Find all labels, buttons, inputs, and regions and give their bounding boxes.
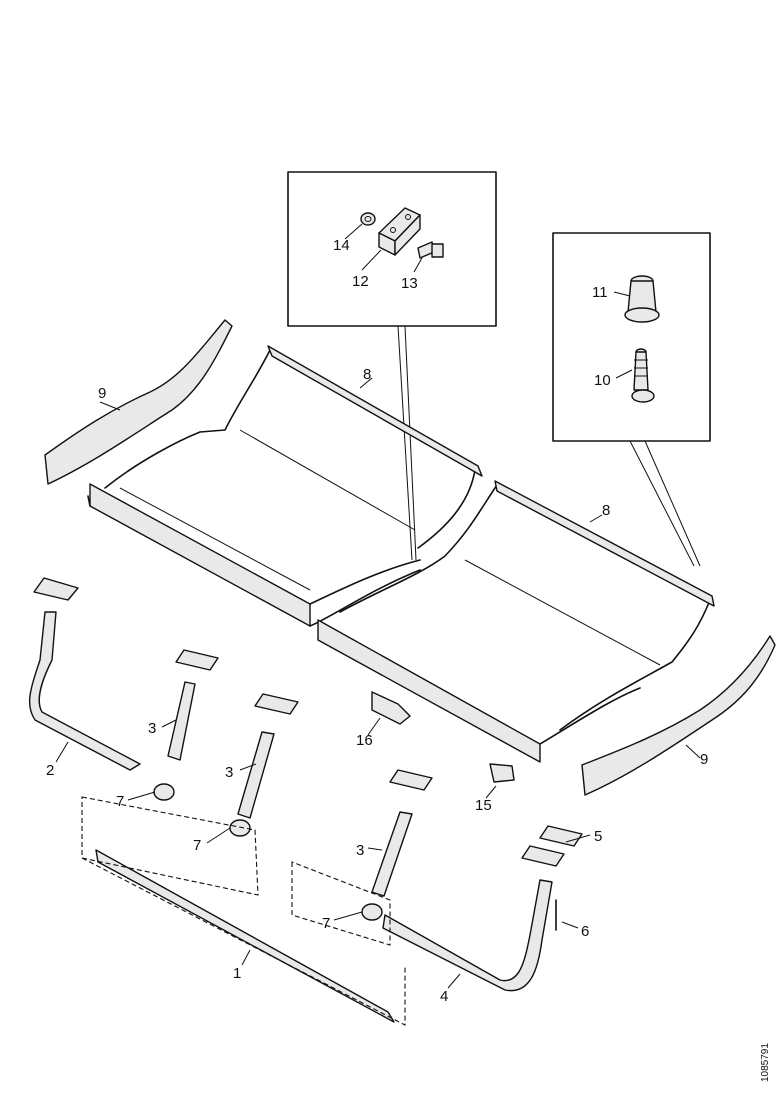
bumper-tube-front <box>81 796 406 1026</box>
drawing-reference-number: 1085791 <box>760 1043 771 1082</box>
callout-3-b: 3 <box>225 764 233 781</box>
detail-box-fittings <box>552 232 711 567</box>
callout-3-a: 3 <box>148 720 156 737</box>
leader-lines <box>55 223 701 989</box>
callout-12: 12 <box>352 273 369 290</box>
callout-7-a: 7 <box>116 793 124 810</box>
callout-13: 13 <box>401 275 418 292</box>
support-tube-center-b <box>237 693 299 819</box>
callout-7-c: 7 <box>322 915 330 932</box>
callout-5: 5 <box>594 828 602 845</box>
callout-14: 14 <box>333 237 350 254</box>
callout-8-right: 8 <box>602 502 610 519</box>
callout-3-c: 3 <box>356 842 364 859</box>
callout-7-b: 7 <box>193 837 201 854</box>
bracket-16 <box>371 691 411 725</box>
support-tube-left <box>28 577 141 771</box>
clamp-parts <box>153 783 383 921</box>
callout-2: 2 <box>46 762 54 779</box>
callout-11: 11 <box>592 284 608 301</box>
callout-9-right: 9 <box>700 751 708 768</box>
step-tray-left <box>87 345 483 627</box>
callout-1: 1 <box>233 965 241 982</box>
callout-15: 15 <box>475 797 492 814</box>
side-skirt-right <box>581 635 776 796</box>
callout-8-left: 8 <box>363 366 371 383</box>
bracket-15 <box>489 763 515 783</box>
detail-box-fasteners <box>287 171 497 561</box>
support-tube-right-upper <box>371 769 433 897</box>
stud-part <box>631 348 655 403</box>
step-tray-right <box>317 480 715 763</box>
callout-9-left: 9 <box>98 385 106 402</box>
clamp-plate-part <box>378 207 421 256</box>
callout-10: 10 <box>594 372 611 389</box>
nut-part <box>360 212 376 226</box>
support-tube-center-a <box>167 649 219 761</box>
callout-6: 6 <box>581 923 589 940</box>
side-skirt-left <box>44 319 233 485</box>
bolt-part <box>417 241 444 259</box>
callout-4: 4 <box>440 988 448 1005</box>
callout-16: 16 <box>356 732 373 749</box>
sleeve-part <box>624 275 660 323</box>
support-tube-right <box>291 825 583 992</box>
